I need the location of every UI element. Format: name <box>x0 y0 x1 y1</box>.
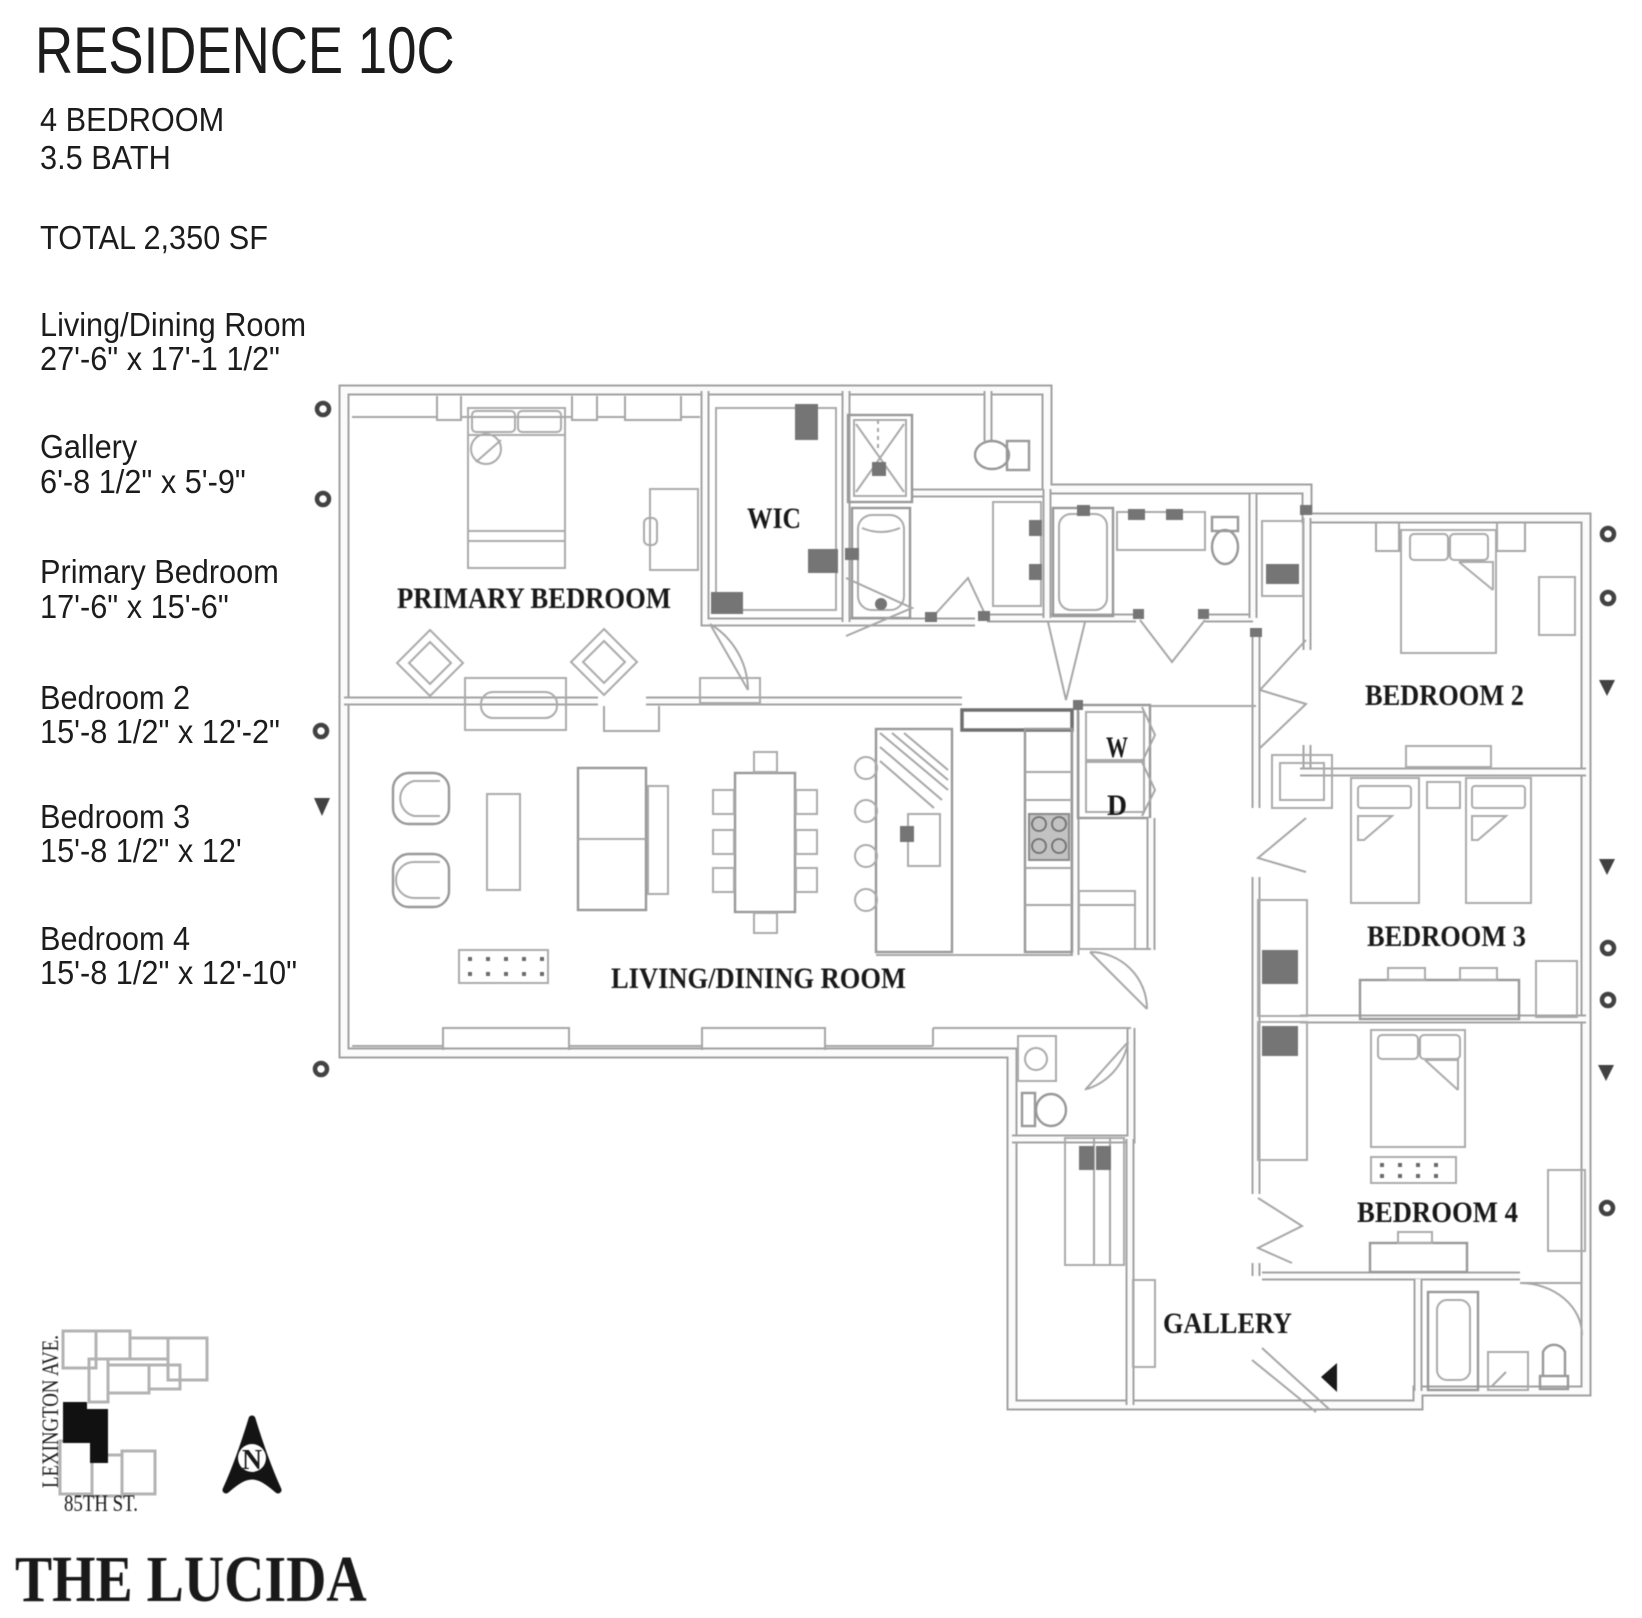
svg-text:85TH ST.: 85TH ST. <box>64 1491 138 1516</box>
svg-text:BEDROOM 4: BEDROOM 4 <box>1357 1196 1518 1229</box>
svg-text:PRIMARY BEDROOM: PRIMARY BEDROOM <box>397 582 671 615</box>
svg-text:W: W <box>1106 731 1128 764</box>
svg-text:WIC: WIC <box>747 502 801 535</box>
svg-text:BEDROOM 2: BEDROOM 2 <box>1365 679 1524 712</box>
svg-text:THE LUCIDA: THE LUCIDA <box>15 1544 367 1616</box>
svg-text:N: N <box>242 1445 262 1476</box>
svg-text:BEDROOM 3: BEDROOM 3 <box>1367 920 1526 953</box>
svg-text:GALLERY: GALLERY <box>1163 1307 1292 1340</box>
svg-text:LEXINGTON AVE.: LEXINGTON AVE. <box>38 1335 63 1488</box>
svg-text:D: D <box>1107 789 1127 822</box>
svg-text:LIVING/DINING ROOM: LIVING/DINING ROOM <box>611 962 906 995</box>
